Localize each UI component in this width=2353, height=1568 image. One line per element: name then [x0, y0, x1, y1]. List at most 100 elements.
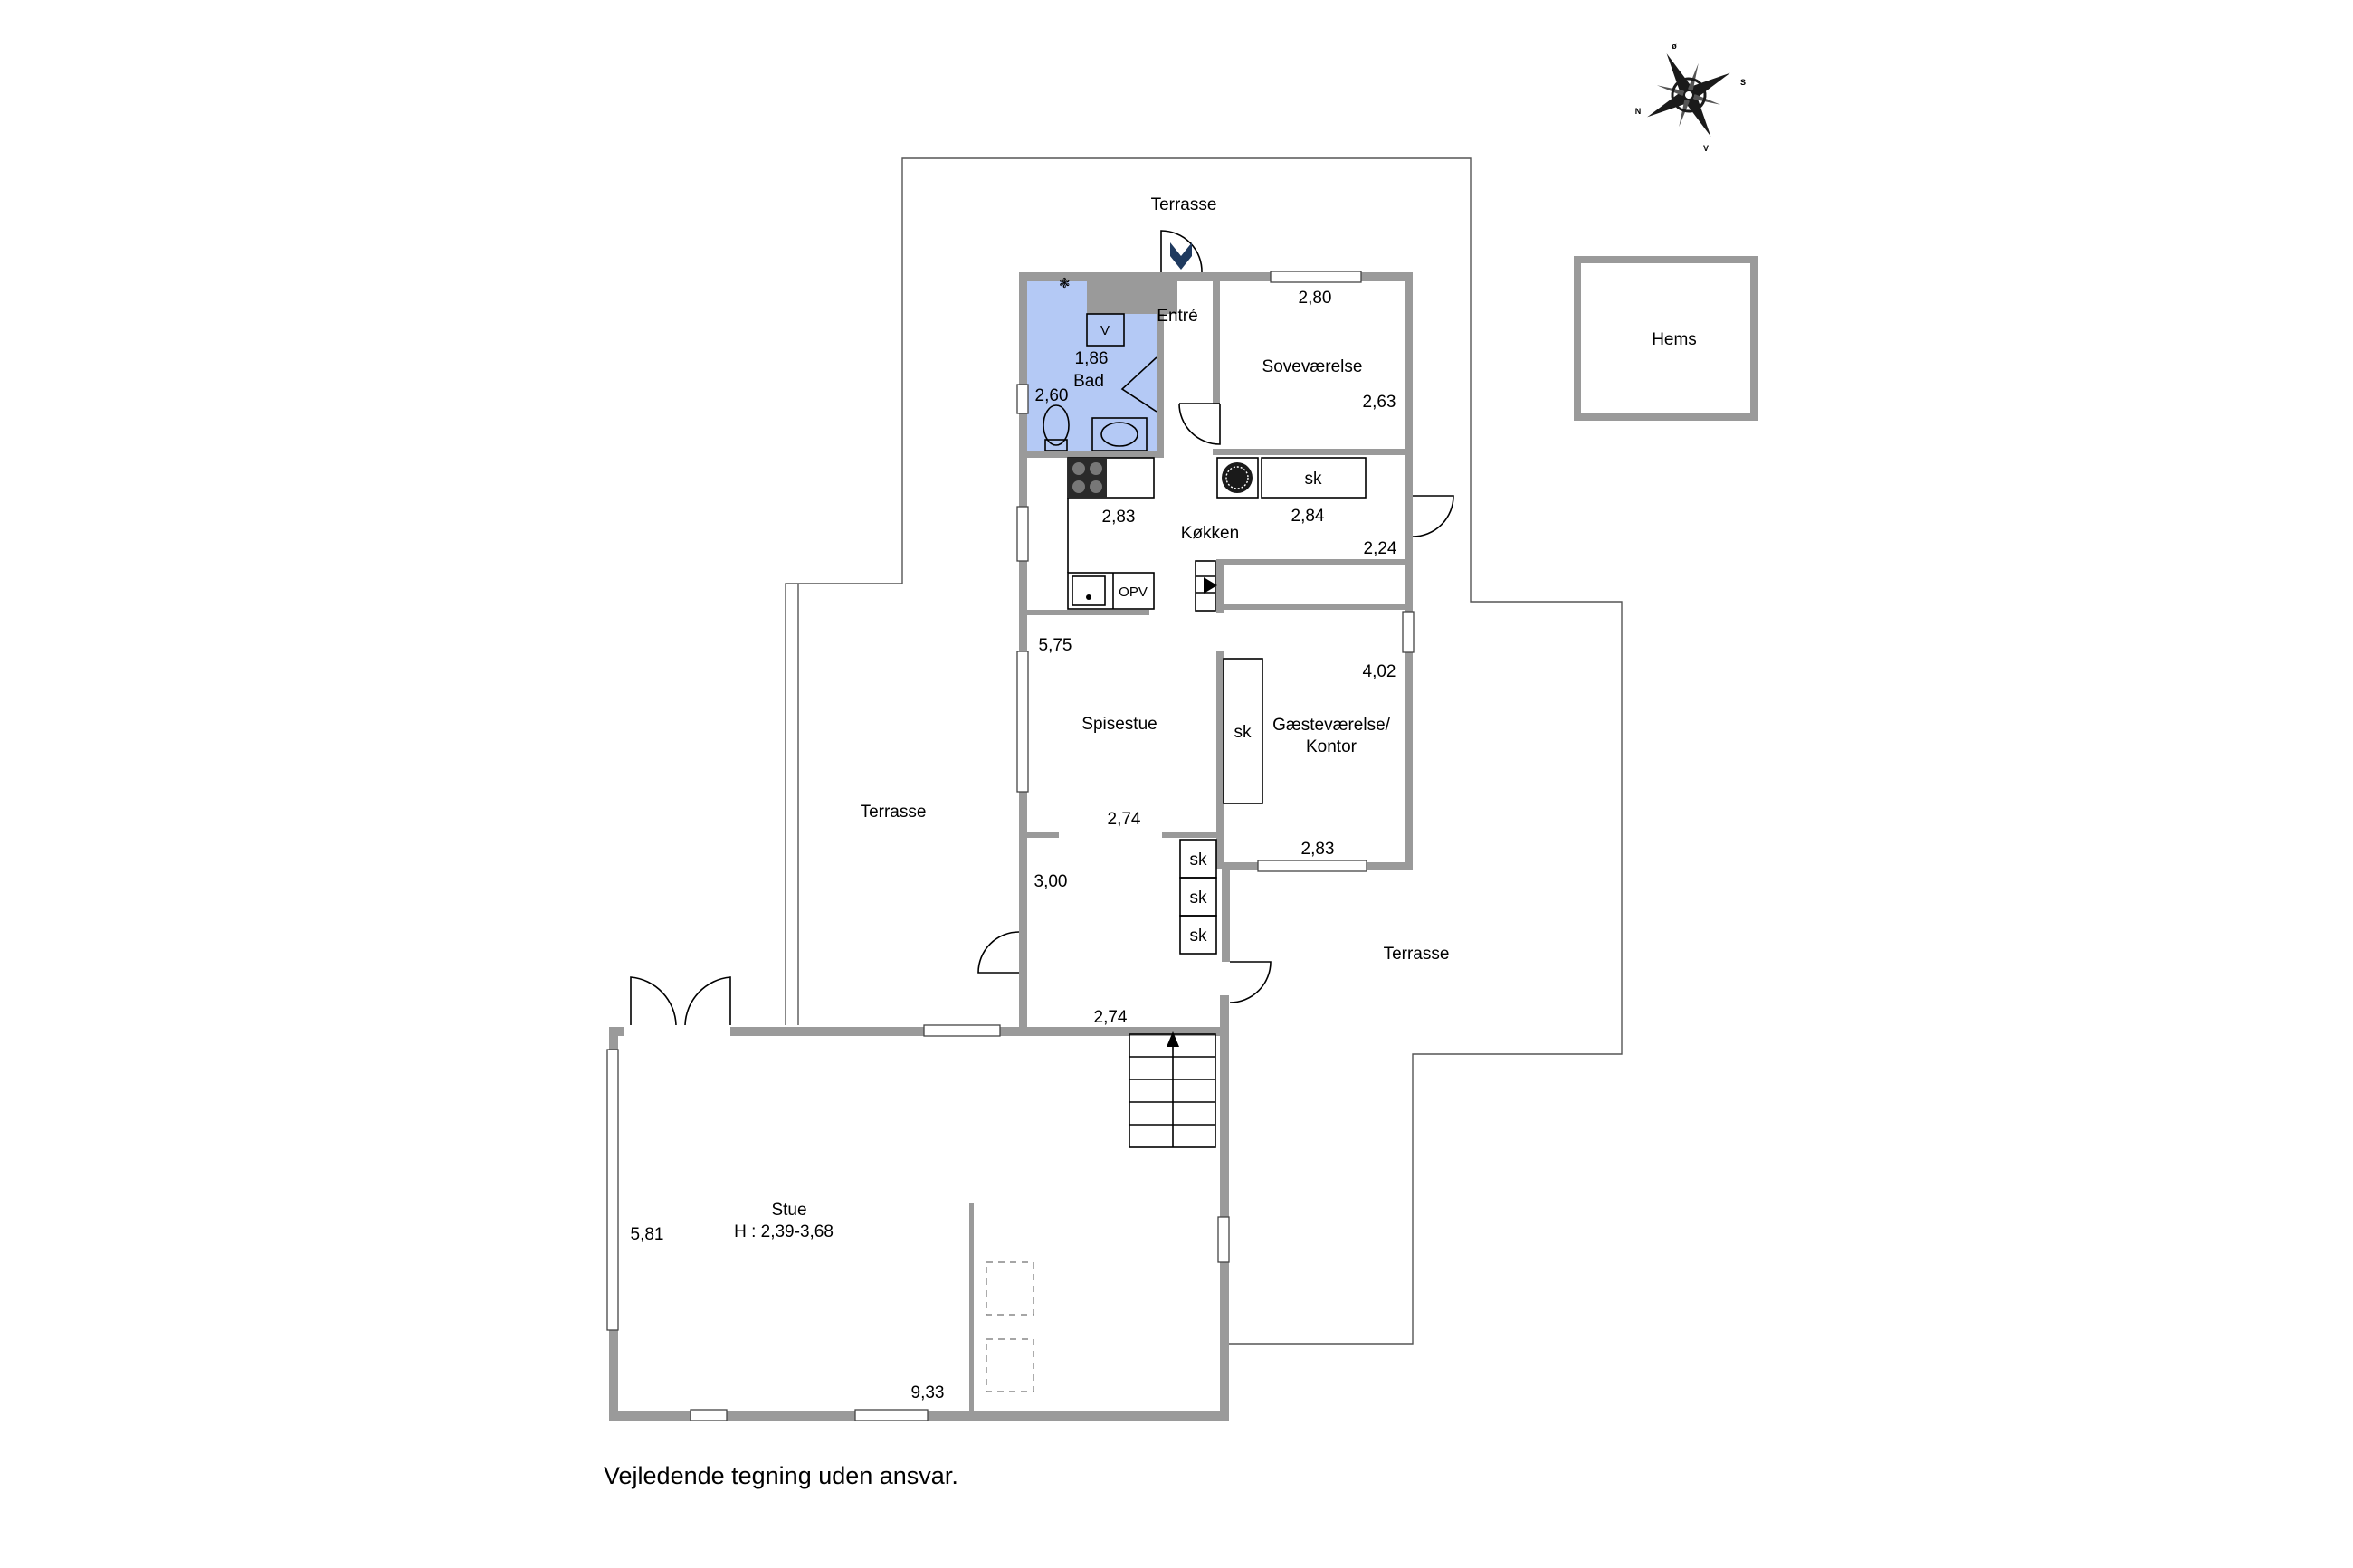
stue-wall-right	[1220, 995, 1229, 1421]
shower-icon: ❃	[1059, 276, 1071, 291]
window	[1016, 384, 1029, 414]
entrance-arrow-icon	[1170, 242, 1192, 270]
closet-hall-3-label: sk	[1190, 927, 1208, 946]
compass-north-label: N	[1635, 107, 1642, 116]
wall-kokken-right	[1216, 559, 1224, 613]
compass-west-label: V	[1703, 144, 1709, 153]
dimension-label: 5,81	[631, 1225, 664, 1244]
stove-burner	[1090, 480, 1102, 493]
stove-burner	[1072, 462, 1085, 475]
dimension-label: 2,80	[1299, 289, 1332, 308]
compass-rose-icon	[1647, 53, 1730, 137]
window	[1016, 506, 1029, 562]
stove-burner	[1072, 480, 1085, 493]
room-label-spisestue: Spisestue	[1081, 715, 1157, 734]
window	[1217, 1216, 1230, 1263]
dimension-label: 1,86	[1075, 349, 1109, 368]
bathroom-shower	[1026, 281, 1087, 318]
wall-right-upper	[1405, 272, 1413, 870]
dishwasher-label: OPV	[1119, 584, 1148, 600]
dimension-label: 4,02	[1363, 662, 1396, 681]
wall-gaeste-left	[1216, 651, 1224, 869]
dimension-label: 2,60	[1035, 386, 1069, 405]
closet-hall-1-label: sk	[1190, 851, 1208, 870]
disclaimer-text: Vejledende tegning uden ansvar.	[604, 1462, 958, 1489]
wall-kokken-shelf	[1224, 559, 1405, 565]
stue-door-gap	[624, 1025, 730, 1038]
room-label-terrasse: Terrasse	[861, 803, 927, 822]
room-label-entre: Entré	[1157, 307, 1197, 326]
dimension-label: 2,74	[1108, 810, 1141, 829]
stue-partition	[969, 1203, 974, 1413]
room-label-stue: Stue	[771, 1201, 806, 1220]
stair-arrow-icon	[1167, 1031, 1179, 1047]
window	[1016, 651, 1029, 793]
closet-gaeste	[1223, 658, 1263, 804]
closet-hall-3	[1179, 915, 1217, 955]
window	[690, 1409, 728, 1421]
room-label-stue-height: H : 2,39-3,68	[734, 1222, 834, 1241]
sink-counter	[1091, 417, 1148, 451]
hems-inner	[1581, 263, 1750, 413]
dimension-label: 2,83	[1301, 840, 1335, 859]
wall-bad-right	[1157, 281, 1164, 453]
room-label-terrasse: Terrasse	[1384, 945, 1450, 964]
dimension-label: 2,84	[1291, 507, 1325, 526]
wall-spisestue-top	[1027, 610, 1149, 615]
washing-machine-label: V	[1100, 323, 1110, 338]
window	[1402, 611, 1415, 653]
washing-machine	[1086, 313, 1125, 347]
dimension-label: 9,33	[911, 1383, 945, 1402]
stove-icon	[1068, 458, 1107, 498]
stove-burner	[1090, 462, 1102, 475]
toilet-tank	[1044, 439, 1068, 451]
window	[854, 1409, 929, 1421]
door-hall-terrasse	[1229, 961, 1272, 1003]
stue-wall-top	[609, 1027, 1224, 1036]
wall-bad-bottom	[1019, 451, 1164, 458]
closet-sove-label: sk	[1305, 470, 1323, 489]
room-label-kontor: Kontor	[1306, 737, 1358, 756]
wall-entre-right	[1213, 281, 1220, 404]
closet-gaeste-label: sk	[1234, 723, 1253, 742]
dimension-label: 3,00	[1034, 872, 1068, 891]
door-stue-right	[684, 976, 731, 1026]
wall-top	[1019, 272, 1412, 281]
door-kokken-ext	[1412, 495, 1454, 537]
dimension-label: 2,83	[1102, 508, 1136, 527]
room-label-terrasse: Terrasse	[1151, 195, 1217, 214]
skylight	[986, 1261, 1034, 1316]
room-label-hems: Hems	[1652, 330, 1697, 349]
compass-south-label: S	[1740, 78, 1746, 87]
closet-hall-2-label: sk	[1190, 889, 1208, 908]
kitchen-sink-icon	[1072, 575, 1106, 606]
door-stue-left	[630, 976, 677, 1026]
wall-spise-bottom-right	[1162, 832, 1216, 838]
toilet	[1043, 404, 1070, 446]
stair-arrow-icon	[1204, 577, 1217, 594]
kitchen-sink-drain	[1086, 594, 1091, 600]
door-bad	[1120, 356, 1157, 413]
skylight	[986, 1338, 1034, 1392]
heat-pump-box	[1216, 457, 1259, 499]
window	[923, 1024, 1001, 1037]
wall-hall-right	[1222, 862, 1230, 962]
room-label-gaestevaerelse: Gæsteværelse/	[1272, 716, 1391, 735]
wall-spise-bottom-left	[1027, 832, 1059, 838]
dimension-label: 2,74	[1094, 1008, 1128, 1027]
room-label-bad: Bad	[1073, 372, 1104, 391]
kitchen-counter-bottom	[1067, 572, 1155, 610]
dimension-label: 2,24	[1364, 539, 1397, 558]
room-label-sovevaerelse: Soveværelse	[1262, 357, 1363, 376]
terrace-outline	[785, 157, 1623, 1345]
door-sove	[1178, 403, 1221, 445]
dimension-label: 5,75	[1039, 636, 1072, 655]
door-spise-terrasse	[977, 931, 1020, 974]
door-entre	[1160, 230, 1203, 273]
closet-sove	[1261, 457, 1367, 499]
dimension-label: 2,63	[1363, 393, 1396, 412]
fan-hub	[1225, 466, 1249, 489]
compass-east-label: ø	[1672, 42, 1677, 51]
